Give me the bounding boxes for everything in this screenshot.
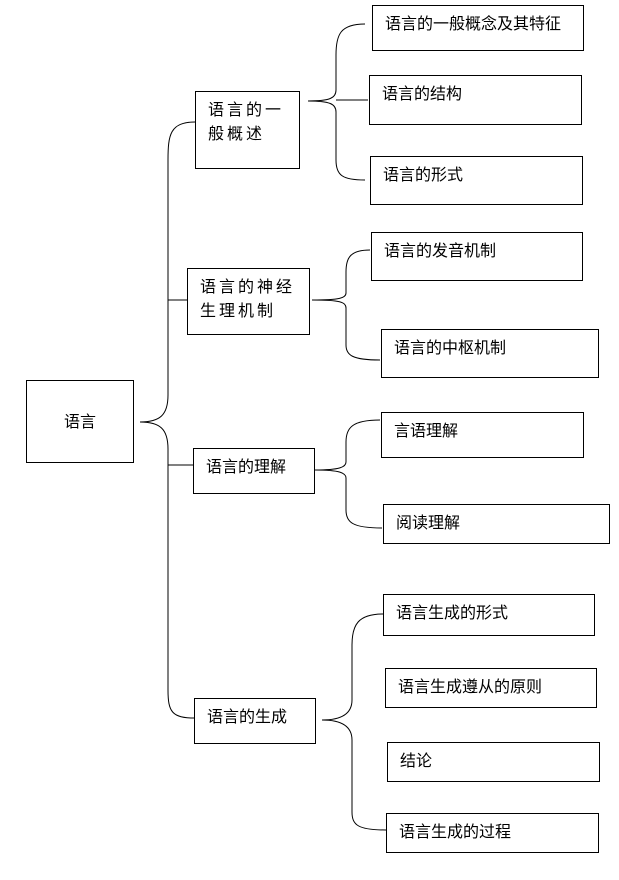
leaf-node: 语言生成的形式 (383, 594, 595, 636)
leaf-label: 语言的结构 (382, 84, 463, 103)
branch2-brace (311, 249, 381, 361)
branch-label: 语言的一般概述 (208, 100, 285, 143)
branch3-brace (314, 419, 383, 529)
leaf-node: 结论 (387, 742, 600, 782)
branch-node-neuro: 语言的神经生理机制 (187, 268, 310, 335)
leaf-label: 语言的一般概念及其特征 (385, 14, 562, 33)
leaf-node: 语言的发音机制 (371, 232, 583, 281)
branch-label: 语言的神经生理机制 (200, 277, 296, 320)
leaf-node: 语言的结构 (369, 75, 582, 125)
root-brace (139, 121, 196, 719)
leaf-label: 语言的形式 (383, 165, 464, 184)
branch-label: 语言的理解 (206, 457, 287, 476)
branch-label: 语言的生成 (207, 707, 288, 726)
branch-node-overview: 语言的一般概述 (195, 91, 300, 169)
leaf-label: 语言的发音机制 (384, 241, 497, 260)
leaf-node: 语言生成遵从的原则 (385, 668, 597, 708)
branch-node-generation: 语言的生成 (194, 698, 316, 744)
leaf-node: 语言生成的过程 (386, 813, 599, 853)
leaf-label: 语言生成的形式 (396, 603, 509, 622)
branch-node-understanding: 语言的理解 (193, 448, 315, 494)
leaf-label: 阅读理解 (396, 513, 461, 532)
leaf-label: 结论 (400, 751, 433, 770)
leaf-node: 语言的形式 (370, 156, 583, 205)
branch1-brace (307, 23, 366, 181)
leaf-label: 言语理解 (394, 421, 459, 440)
branch4-brace (321, 613, 387, 831)
leaf-label: 语言生成遵从的原则 (398, 677, 543, 696)
leaf-label: 语言生成的过程 (399, 822, 512, 841)
leaf-node: 言语理解 (381, 412, 584, 458)
root-label: 语言 (63, 411, 96, 431)
leaf-node: 语言的中枢机制 (381, 329, 599, 378)
leaf-node: 阅读理解 (383, 504, 610, 544)
leaf-node: 语言的一般概念及其特征 (372, 5, 584, 51)
root-node: 语言 (26, 380, 134, 463)
leaf-label: 语言的中枢机制 (394, 338, 507, 357)
